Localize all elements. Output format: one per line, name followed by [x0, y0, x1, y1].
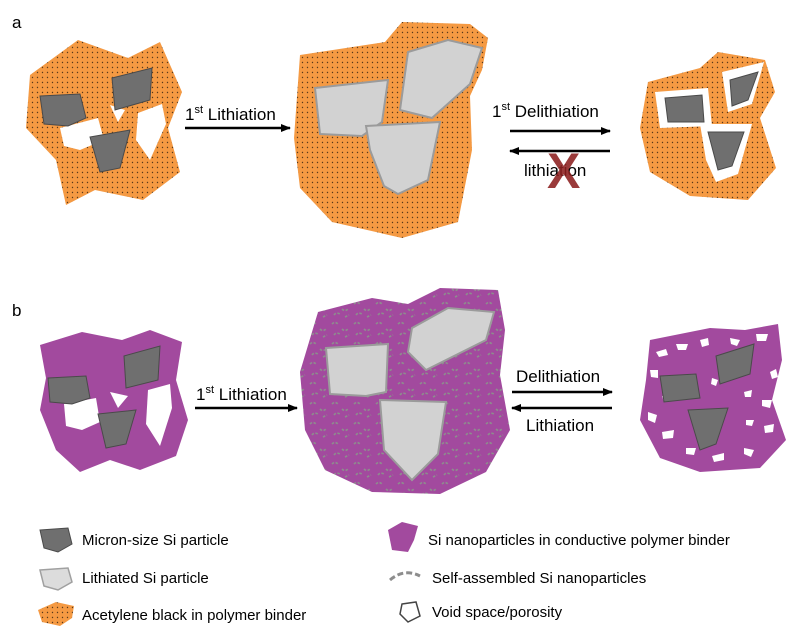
lithiated-si-particle [364, 120, 442, 196]
micron-si-particle [47, 375, 91, 405]
micron-si-particle [97, 409, 137, 449]
micron-si-particle [715, 343, 755, 385]
lithiated-si-particle [406, 306, 496, 372]
label-a-first-delithiation: 1st Delithiation [492, 101, 599, 121]
legend-self-assembled-label: Self-assembled Si nanoparticles [432, 570, 646, 587]
legend-acetylene-black-icon [38, 602, 74, 626]
legend-self-assembled-icon [389, 571, 421, 582]
micron-si-particle [111, 67, 153, 111]
legend-si-nanoparticles-binder-label: Si nanoparticles in conductive polymer b… [428, 532, 730, 549]
panel-b-delithiated-electrode [640, 324, 786, 472]
micron-si-particle [39, 93, 87, 127]
label-a-lithiation: lithiation [524, 161, 586, 180]
panel-a-initial-electrode [26, 40, 182, 205]
label-b-first-lithiation: 1st Lithiation [196, 384, 287, 404]
micron-si-particle [123, 345, 161, 389]
panel-b-letter: b [12, 301, 21, 320]
panel-a-letter: a [12, 13, 22, 32]
legend-void-space-label: Void space/porosity [432, 604, 563, 621]
label-b-lithiation: Lithiation [526, 416, 594, 435]
legend-lithiated-si-label: Lithiated Si particle [82, 570, 209, 587]
legend-micron-si-icon [39, 527, 73, 553]
blocked-x-mark: X [547, 143, 580, 199]
micron-si-particle [729, 71, 759, 107]
panel-b-lithiated-electrode [300, 288, 510, 494]
legend: Micron-size Si particle Lithiated Si par… [38, 522, 730, 626]
legend-micron-si-label: Micron-size Si particle [82, 532, 229, 549]
legend-si-nanoparticles-binder-icon [388, 522, 418, 552]
legend-acetylene-black-label: Acetylene black in polymer binder [82, 607, 306, 624]
micron-si-particle [687, 407, 729, 451]
micron-si-particle [707, 131, 745, 171]
void-space [110, 105, 125, 122]
lithiated-si-particle [378, 398, 448, 482]
lithiated-si-particle [398, 38, 484, 120]
micron-si-particle [89, 129, 131, 173]
panel-a-lithiated-electrode [294, 22, 488, 238]
legend-void-space-icon [399, 601, 421, 623]
label-b-delithiation: Delithiation [516, 367, 600, 386]
lithiated-si-particle [324, 342, 390, 398]
void-space [136, 104, 166, 160]
panel-b-initial-electrode [40, 330, 188, 472]
micron-si-particle [659, 373, 701, 403]
legend-lithiated-si-icon [39, 567, 73, 591]
micron-si-particle [664, 94, 705, 123]
label-a-first-lithiation: 1st Lithiation [185, 104, 276, 124]
panel-a-delithiated-electrode [640, 52, 776, 200]
